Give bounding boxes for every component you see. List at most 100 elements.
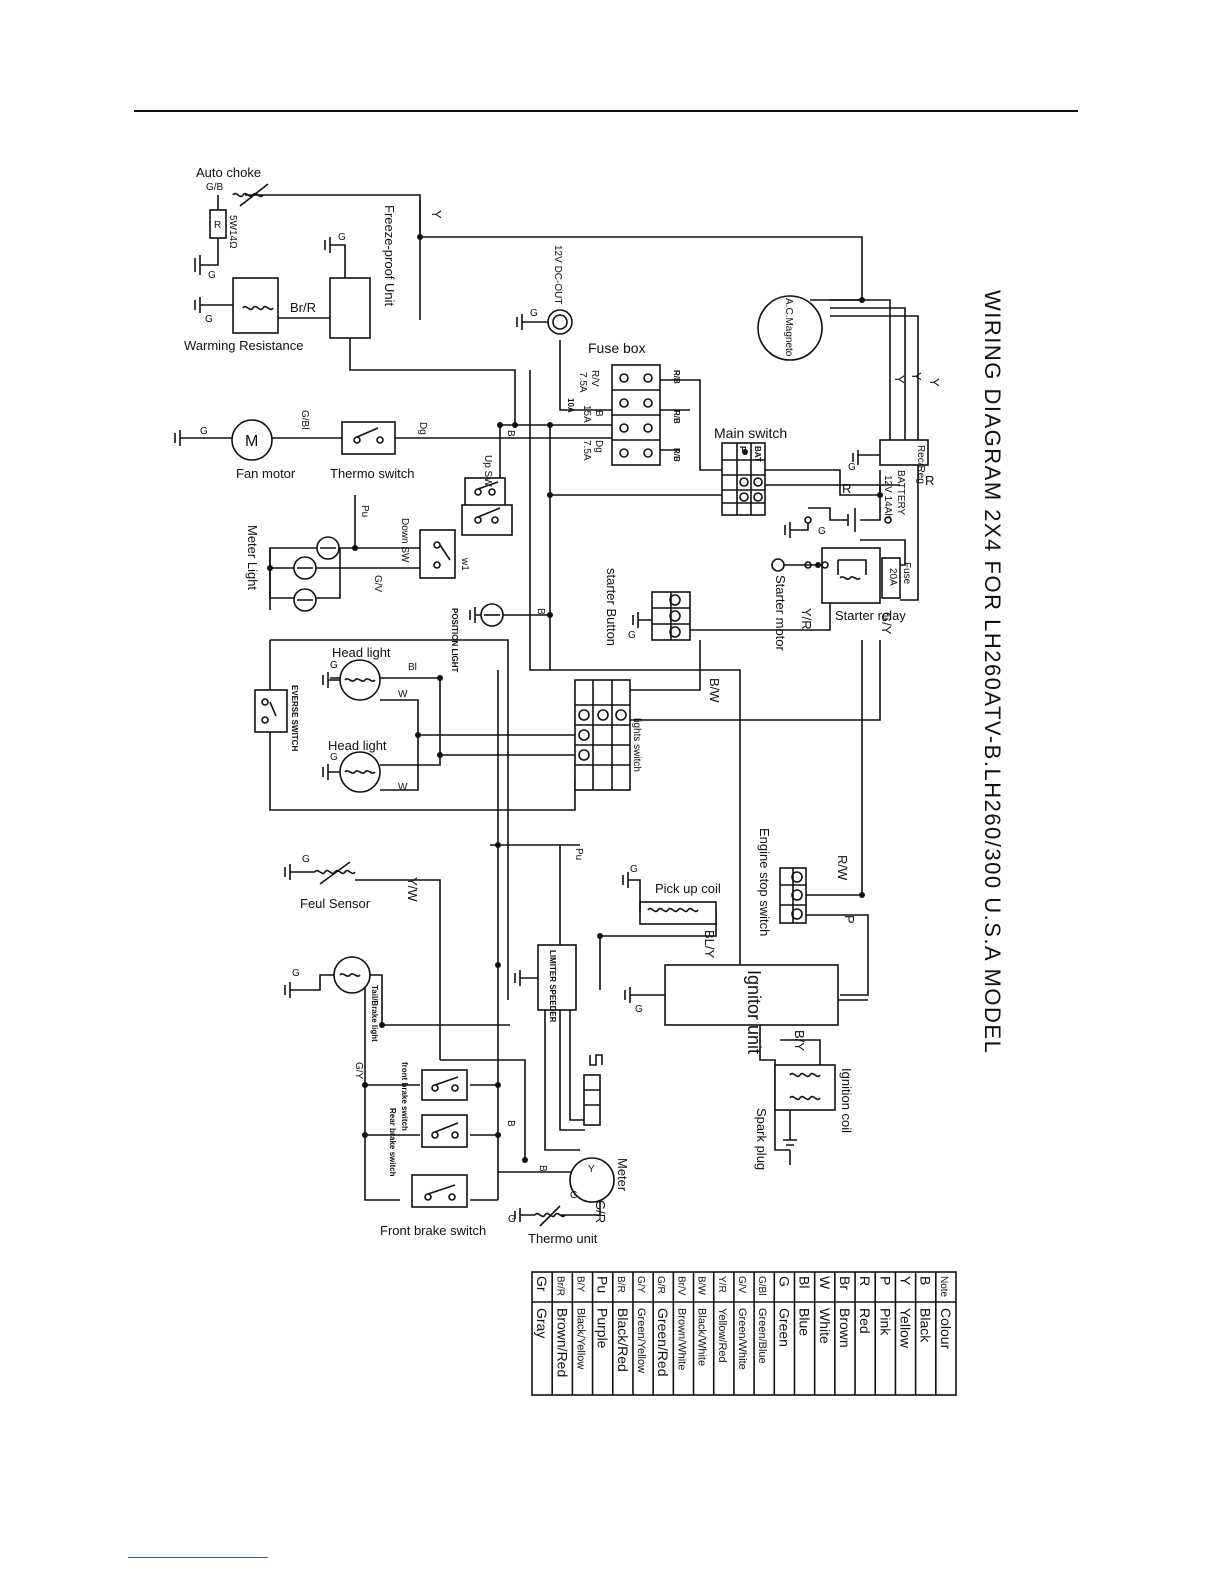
dc-out-group: 12V DC-OUT G bbox=[516, 245, 573, 335]
magneto-y-1: Y bbox=[892, 375, 907, 384]
down-sw-w1: w1 bbox=[459, 557, 470, 571]
thermo-wire-dg: Dg bbox=[417, 422, 428, 435]
front-brake-switch-label: Front brake switch bbox=[380, 1223, 486, 1238]
feul-sensor-label: Feul Sensor bbox=[300, 896, 371, 911]
header-rule bbox=[134, 110, 1078, 112]
colour-table-colour-header: Colour bbox=[938, 1308, 954, 1350]
main-switch-label: Main switch bbox=[714, 425, 787, 441]
thermo-unit-label: Thermo unit bbox=[528, 1231, 598, 1246]
colour-table-note: Bl bbox=[797, 1276, 813, 1288]
pick-up-wire-bly: BL/Y bbox=[702, 930, 717, 959]
engine-stop-group: Engine stop switch R/W P bbox=[757, 828, 857, 936]
speed-sensor bbox=[583, 1074, 601, 1126]
magneto-y-2: Y bbox=[909, 372, 924, 381]
dc-out-label: 12V DC-OUT bbox=[552, 245, 563, 304]
thermo-switch-box bbox=[341, 421, 396, 455]
hl2-ground: G bbox=[330, 752, 338, 763]
resistor-label: R bbox=[214, 220, 221, 231]
colour-table-border bbox=[531, 1271, 957, 1396]
thermo-unit-ground: G bbox=[508, 1214, 516, 1225]
colour-table-note: G/Bl bbox=[756, 1276, 767, 1295]
colour-table-note: Pu bbox=[595, 1276, 611, 1293]
battery-label: BATTERY bbox=[895, 470, 906, 516]
colour-table-colour: Purple bbox=[595, 1308, 611, 1349]
colour-table-note: G/R bbox=[655, 1276, 666, 1294]
position-light-group: POSITION LIGHT B bbox=[450, 603, 550, 673]
reverse-switch-label: EVERSE SWITCH bbox=[290, 685, 299, 751]
meter-wire-g: G bbox=[570, 1190, 578, 1201]
meter-wire-b: B bbox=[537, 1165, 548, 1172]
magneto-y-3: Y bbox=[927, 378, 942, 387]
colour-table-colour: Blue bbox=[797, 1308, 813, 1336]
resistor-ground-label: G bbox=[208, 270, 216, 281]
battery-spec: 12V 14Ah bbox=[882, 475, 893, 519]
auto-choke-group: Auto choke G/B R 5W14Ω G bbox=[194, 165, 269, 281]
main-switch-p: P bbox=[738, 446, 747, 452]
tail-ground: G bbox=[292, 968, 300, 979]
front-brake-switch-small-label: front brake switch bbox=[400, 1062, 409, 1131]
fuse-2-rating: 15A bbox=[581, 405, 592, 423]
front-brake-switch-small-box bbox=[421, 1069, 468, 1101]
ac-magneto-label: A.C.Magneto bbox=[783, 298, 794, 357]
diagram-title: WIRING DIAGRAM 2X4 FOR LH260ATV-B.LH260/… bbox=[980, 290, 1005, 1054]
reverse-switch-box bbox=[254, 689, 288, 733]
colour-table-note: G/V bbox=[736, 1276, 747, 1294]
head-light-2-label: Head light bbox=[328, 738, 387, 753]
starter-button-label: starter Button bbox=[604, 568, 619, 646]
colour-table-note: B/W bbox=[696, 1276, 707, 1295]
position-wire-b: B bbox=[535, 608, 546, 615]
ignition-coil-label: Ignition coil bbox=[839, 1068, 854, 1133]
wires bbox=[245, 194, 919, 1201]
fan-wire-label: G/Bl bbox=[299, 410, 310, 429]
lights-switch-box bbox=[574, 679, 631, 791]
rear-brake-switch-label: Rear brake switch bbox=[388, 1108, 397, 1177]
rec-reg-ground: G bbox=[848, 462, 856, 473]
fan-motor-circle bbox=[231, 419, 273, 461]
meter-light-label: Meter Light bbox=[245, 525, 260, 590]
lights-switch-group: lights switch B/W bbox=[574, 678, 722, 791]
fuse-box-label: Fuse box bbox=[588, 340, 646, 356]
freeze-proof-unit-box bbox=[329, 277, 371, 339]
starter-motor-label: Starter motor bbox=[773, 575, 788, 652]
meter-light-group: Meter Light bbox=[245, 525, 340, 612]
colour-table-colour: Brown/White bbox=[675, 1308, 687, 1370]
footer-link-rule bbox=[128, 1557, 268, 1558]
colour-table-colour: Pink bbox=[877, 1308, 893, 1336]
feul-sensor-ground: G bbox=[302, 854, 310, 865]
colour-table-note: G/Y bbox=[635, 1276, 646, 1294]
freeze-proof-unit-label: Freeze-proof Unit bbox=[382, 205, 397, 307]
starter-motor-terminal bbox=[771, 558, 785, 572]
starter-wire-gy: G/Y bbox=[879, 612, 894, 635]
ignitor-unit-label: Ignitor unit bbox=[744, 970, 764, 1054]
gv-wire-label: G/V bbox=[372, 575, 383, 593]
colour-table-note: B bbox=[918, 1276, 934, 1285]
pick-up-coil-box bbox=[639, 901, 717, 925]
warming-resistance-box bbox=[232, 277, 279, 334]
dc-out-ground: G bbox=[530, 308, 538, 319]
colour-table-note: Gr bbox=[534, 1276, 550, 1292]
head-light-1-label: Head light bbox=[332, 645, 391, 660]
colour-table-colour: Yellow bbox=[898, 1308, 914, 1349]
colour-table-note: Br bbox=[837, 1276, 853, 1290]
main-switch-bat: BAT bbox=[753, 446, 762, 462]
colour-table-colour: Red bbox=[857, 1308, 873, 1334]
meter-wire-y: Y bbox=[588, 1164, 595, 1175]
colour-table-note-header: Note bbox=[938, 1276, 949, 1298]
junction-dots bbox=[267, 234, 883, 1163]
thermo-switch-label: Thermo switch bbox=[330, 466, 415, 481]
tail-light-group: G Tail/Brake light bbox=[284, 956, 379, 1042]
colour-table-colour: Brown bbox=[837, 1308, 853, 1348]
fuse-1-wire: R/V bbox=[589, 370, 600, 387]
fuse-right-1: R/B bbox=[672, 370, 681, 384]
power-group: A.C.Magneto Y Y Y Rec/Reg G R R G BATTER… bbox=[757, 295, 942, 538]
relay-fuse-label: Fuse bbox=[901, 562, 912, 585]
fuse-2-wire: B bbox=[593, 410, 604, 417]
colour-table-colour: White bbox=[817, 1308, 833, 1344]
hl1-wire-w: W bbox=[398, 689, 408, 700]
main-switch-r: R bbox=[842, 481, 851, 496]
colour-table-colour: Gray bbox=[534, 1308, 550, 1338]
fuse-right-3: R/B bbox=[672, 448, 681, 462]
head-light-group: Head light G Bl W Head light G W EVERSE … bbox=[254, 645, 417, 793]
rec-reg-box bbox=[879, 439, 929, 466]
fan-motor-symbol: M bbox=[245, 433, 258, 450]
